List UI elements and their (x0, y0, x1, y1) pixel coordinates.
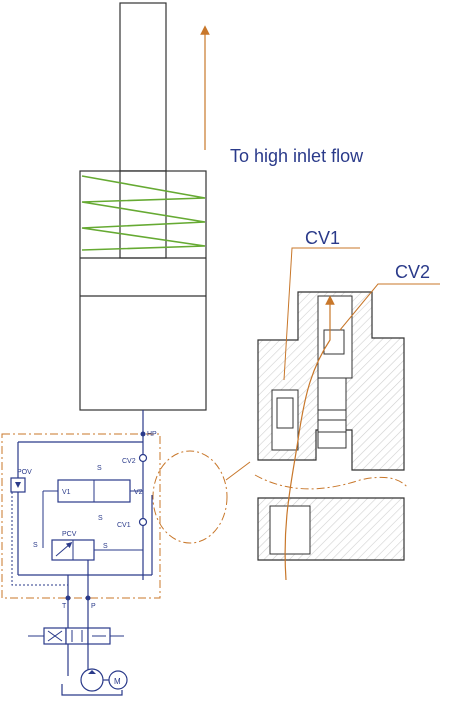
s-bottom-label: S (98, 515, 103, 522)
cv2-insert (323, 329, 345, 355)
cv1-insert (276, 397, 294, 429)
s-right-label: S (103, 543, 108, 550)
annotation-text: To high inlet flow (230, 146, 364, 166)
stem (317, 377, 347, 449)
valve-cross-section (254, 291, 409, 581)
directional-valve (28, 627, 124, 676)
detail-leader (225, 461, 251, 481)
pump-motor: M (61, 668, 128, 696)
hydraulic-circuit: POV HP CV2 CV1 V1 V2 S S PCV S S T P (1, 430, 161, 628)
t-label: T (62, 603, 67, 610)
cylinder (79, 2, 207, 430)
cv2-circuit-label: CV2 (122, 458, 136, 465)
motor-label: M (114, 677, 121, 686)
cv1-callout: CV1 (305, 228, 340, 248)
motor-symbol (108, 670, 128, 690)
flow-path (284, 295, 335, 581)
cv1-leader (283, 247, 360, 381)
v1-label: V1 (62, 489, 71, 496)
p-label: P (91, 603, 96, 610)
hp-label: HP (147, 431, 157, 438)
s-left-label: S (33, 542, 38, 549)
piston-rod (119, 2, 167, 172)
cv1-valve-symbol (138, 517, 148, 527)
circuit-boundary (1, 433, 161, 599)
cylinder-body (79, 170, 207, 411)
v2-label: V2 (134, 489, 143, 496)
pcv-label: PCV (62, 531, 77, 538)
s-top-label: S (97, 465, 102, 472)
cv1-circuit-label: CV1 (117, 522, 131, 529)
cv2-callout: CV2 (395, 262, 430, 282)
break-line (254, 474, 409, 490)
lower-bore (269, 505, 311, 555)
spring-coil (81, 175, 206, 251)
pov-label: POV (17, 469, 32, 476)
detail-circle (152, 450, 228, 544)
cv2-valve-symbol (138, 453, 148, 463)
cv2-leader (339, 283, 440, 331)
tank-symbol (61, 684, 123, 696)
